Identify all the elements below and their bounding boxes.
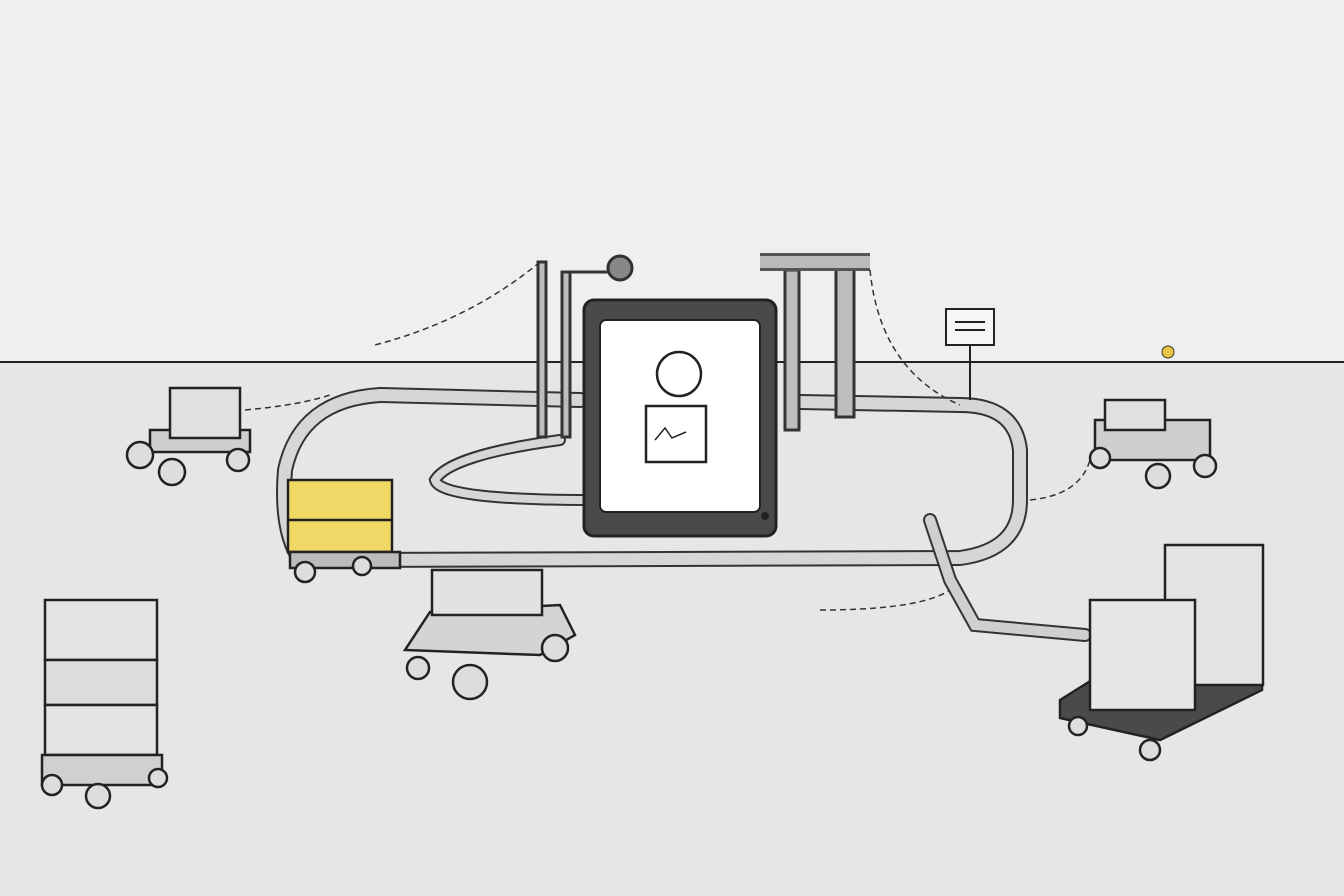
box-platform-right: [1058, 543, 1265, 762]
signpost: [945, 308, 995, 400]
vertical-pipes: [536, 253, 870, 439]
box-stack-left: [40, 598, 169, 810]
robot-cart-top-left: [125, 386, 252, 487]
yellow-beacon: [1161, 345, 1175, 359]
yellow-box-cart: [286, 478, 402, 584]
central-monitor: [582, 298, 778, 538]
user-avatar-icon: [655, 350, 703, 398]
wires: [244, 261, 1091, 611]
robot-cart-right: [1088, 398, 1218, 490]
robot-cart-center: [402, 568, 577, 701]
